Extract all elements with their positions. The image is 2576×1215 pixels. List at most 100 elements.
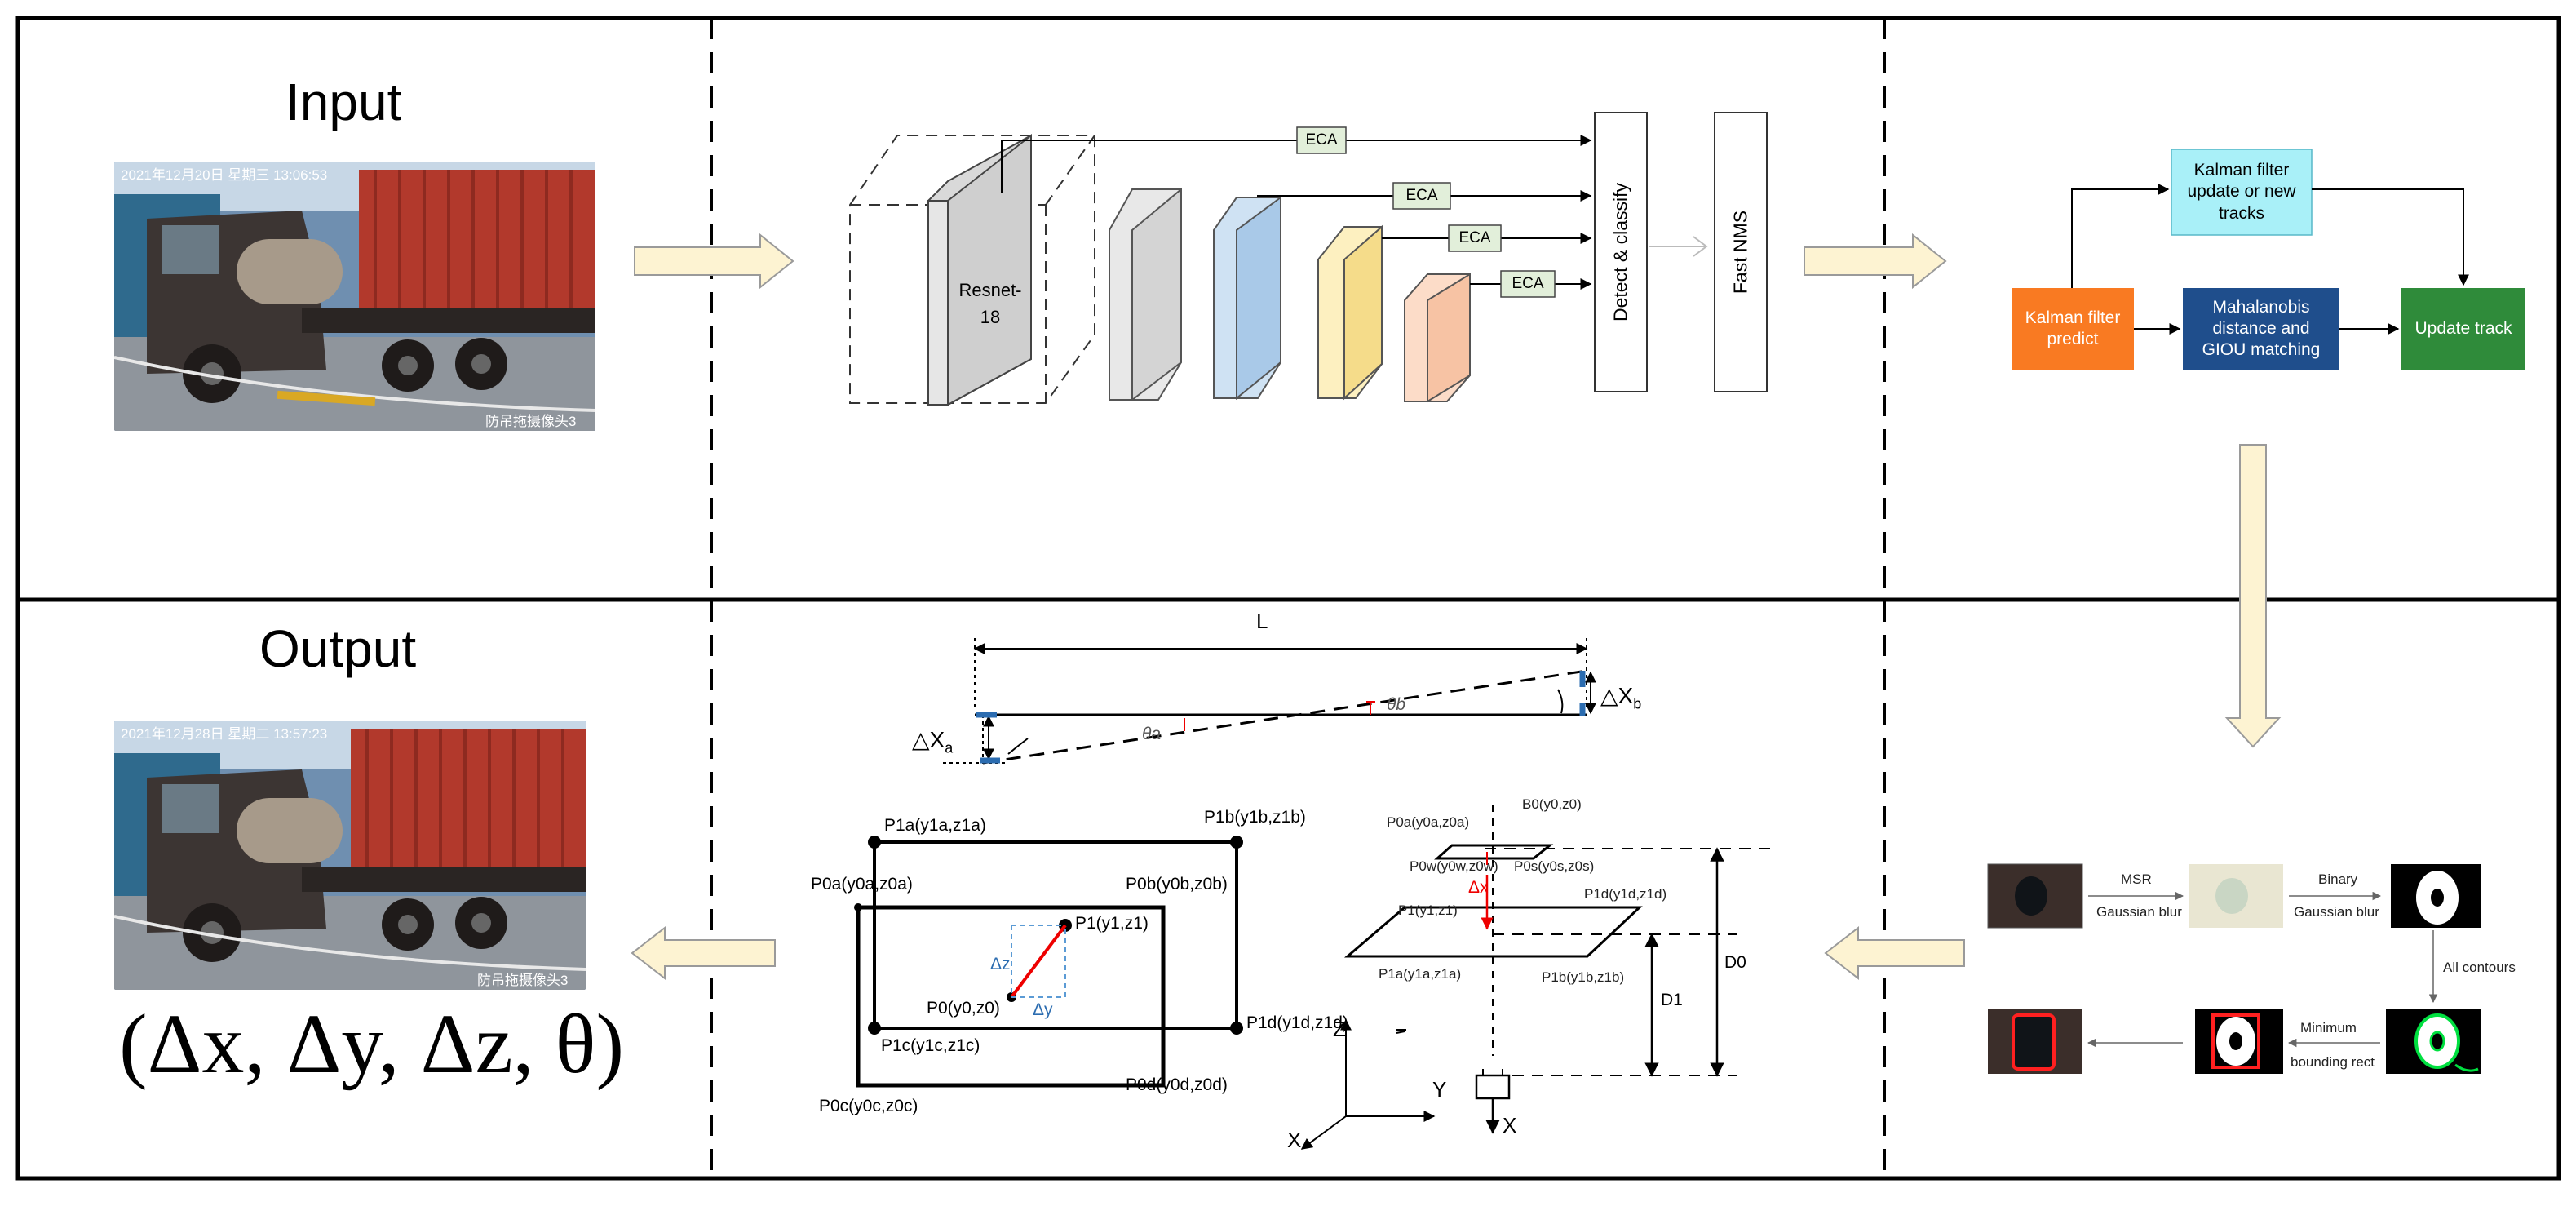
theta-b-label: θb (1387, 695, 1406, 714)
gaussian-blur-label-2: Gaussian blur (2294, 904, 2379, 920)
pt-p0: P0(y0,z0) (927, 999, 1000, 1018)
kalman-predict-box (2012, 288, 2134, 370)
dz-label: Δz (990, 955, 1011, 973)
arrow-input-to-network (634, 233, 794, 290)
feature-block-peach (1404, 273, 1471, 403)
detect-to-nms-arrow (1649, 236, 1708, 257)
truck-image-output (114, 721, 586, 990)
eca-box-3 (1448, 224, 1502, 252)
kalman-update-label: Kalman filter update or new tracks (2187, 161, 2296, 223)
pt-p1: P1(y1,z1) (1075, 914, 1149, 933)
eca-box-4 (1500, 270, 1556, 298)
rect-outer-shifted (873, 840, 1238, 1030)
image-processing-flow (1987, 863, 2481, 1074)
gaussian-blur-label-1: Gaussian blur (2096, 904, 2182, 920)
feature-block-gray (1109, 187, 1182, 402)
side-p1b: P1b(y1b,z1b) (1542, 969, 1625, 985)
all-contours-label: All contours (2443, 960, 2516, 975)
side-p0w: P0w(y0w,z0w) (1410, 858, 1498, 874)
eca-label-4: ECA (1512, 275, 1544, 293)
nms-box (1714, 112, 1768, 392)
output-formula: (Δx, Δy, Δz, θ) (119, 997, 625, 1091)
output-title: Output (259, 619, 417, 678)
minimum-label: Minimum (2300, 1020, 2357, 1035)
pt-p0d: P0d(y0d,z0d) (1126, 1075, 1228, 1094)
detect-box (1594, 112, 1648, 392)
arrow-geometry-to-output (631, 925, 776, 981)
feature-block-yellow (1317, 224, 1383, 401)
delta-xb-label: △Xb (1600, 682, 1641, 713)
input-caption: 防吊拖摄像头3 (485, 414, 577, 429)
binary-label: Binary (2318, 871, 2358, 887)
output-photo: 2021年12月28日 星期二 13:57:23 防吊拖摄像头3 (114, 721, 586, 990)
matching-box (2183, 288, 2339, 370)
kalman-predict-label: Kalman filter predict (2025, 308, 2121, 348)
pt-p0c: P0c(y0c,z0c) (819, 1097, 918, 1115)
truck-image (114, 162, 595, 431)
rectangle-plan-view (854, 836, 1436, 1150)
side-d0-label: D0 (1724, 953, 1746, 972)
update-track-box (2401, 288, 2525, 370)
detect-label: Detect & classify (1609, 183, 1631, 321)
update-track-label: Update track (2414, 318, 2512, 338)
delta-xb-symbol: △X (1600, 683, 1634, 708)
axis-y-label: Y (1432, 1077, 1447, 1102)
axis-z-label: Z (1333, 1017, 1346, 1041)
rect-origin (856, 905, 1166, 1088)
backbone-slab (927, 133, 1032, 406)
pt-p0a: P0a(y0a,z0a) (811, 875, 913, 894)
tracking-flowchart (2012, 149, 2525, 370)
side-dx-label: Δx (1468, 878, 1489, 897)
feature-block-blue (1213, 196, 1281, 401)
side-x-label: X (1503, 1113, 1517, 1137)
pt-p0b: P0b(y0b,z0b) (1126, 875, 1228, 894)
output-timestamp: 2021年12月28日 星期二 13:57:23 (121, 726, 328, 742)
thumb-contours (2386, 1009, 2481, 1074)
bounding-rect-label: bounding rect (2291, 1054, 2375, 1070)
delta-xa-label: △Xa (912, 726, 953, 757)
eca-label-3: ECA (1458, 229, 1491, 247)
side-p0a: P0a(y0a,z0a) (1387, 814, 1470, 830)
kalman-update-box (2171, 149, 2313, 236)
side-p1d: P1d(y1d,z1d) (1584, 886, 1667, 902)
side-p1: P1(y1,z1) (1398, 902, 1458, 918)
dy-label: Δy (1033, 1000, 1053, 1019)
frame (15, 16, 2561, 1181)
theta-a-label: θa (1142, 725, 1162, 743)
side-view (1343, 805, 1778, 1134)
side-p1a: P1a(y1a,z1a) (1379, 966, 1462, 982)
delta-xa-symbol: △X (912, 727, 945, 752)
nms-label: Fast NMS (1729, 210, 1751, 295)
delta-xa-sub: a (945, 739, 954, 756)
deviation-sketch (943, 638, 1596, 767)
network-diagram (849, 112, 1768, 406)
flow-arrows (631, 233, 2282, 981)
side-p0s: P0s(y0s,z0s) (1514, 858, 1595, 874)
eca-box-2 (1392, 182, 1451, 210)
pt-p1a: P1a(y1a,z1a) (884, 816, 986, 835)
thumb-min-rect (2189, 1009, 2283, 1074)
eca-box-1 (1296, 126, 1347, 154)
side-b0: B0(y0,z0) (1522, 796, 1582, 812)
input-timestamp: 2021年12月20日 星期三 13:06:53 (121, 167, 328, 183)
pt-p1d: P1d(y1d,z1d) (1246, 1013, 1348, 1032)
arrow-network-to-tracking (1804, 233, 1947, 290)
eca-label-1: ECA (1305, 131, 1338, 149)
output-caption: 防吊拖摄像头3 (477, 973, 569, 988)
pt-p1c: P1c(y1c,z1c) (881, 1036, 980, 1055)
thumb-result (1988, 1009, 2082, 1074)
matching-label: Mahalanobis distance and GIOU matching (2202, 297, 2321, 360)
thumb-binary (2386, 864, 2481, 928)
arrow-tracking-down (2224, 444, 2282, 748)
msr-label: MSR (2121, 871, 2152, 887)
eca-connections (1001, 135, 1592, 290)
delta-xb-sub: b (1633, 695, 1642, 712)
backbone-label: Resnet-18 (958, 280, 1022, 327)
length-label: L (1256, 609, 1268, 633)
axis-x-label: X (1287, 1128, 1302, 1152)
thumb-msr (2189, 864, 2283, 928)
arrow-processing-to-geometry (1824, 925, 1965, 981)
pt-p1b: P1b(y1b,z1b) (1204, 808, 1306, 827)
